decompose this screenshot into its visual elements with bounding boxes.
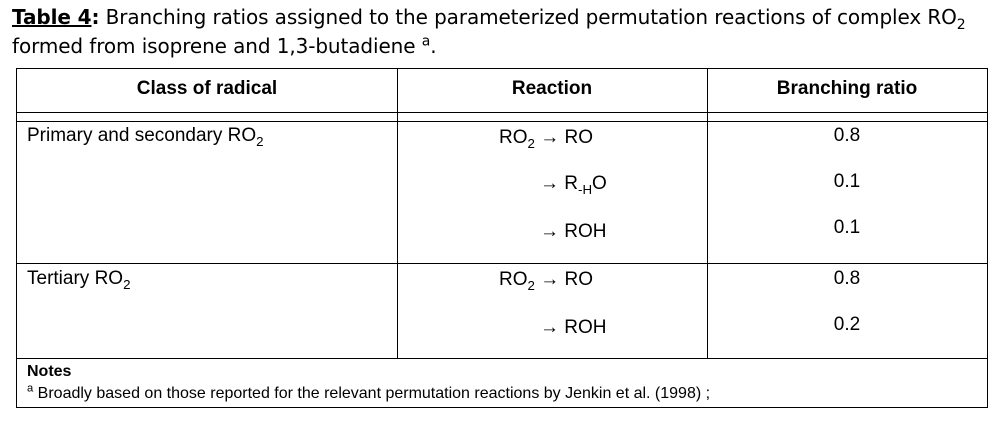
reaction-reactant-subscript: 2 <box>527 277 535 293</box>
branching-ratio-value: 0.8 <box>833 125 861 146</box>
notes-footnote-text: Broadly based on those reported for the … <box>33 385 711 402</box>
class-label-subscript: 2 <box>123 276 131 292</box>
caption-text-part2: formed from isoprene and 1,3-butadiene <box>12 34 422 58</box>
column-divider-1 <box>397 69 398 358</box>
reaction-arrow: → <box>540 317 559 338</box>
notes-footnote: a Broadly based on those reported for th… <box>27 382 711 403</box>
class-label-primary-secondary: Primary and secondary RO2 <box>27 125 264 149</box>
reaction-reactant: RO <box>499 269 528 290</box>
reaction-arrow: → <box>540 221 559 242</box>
class-label-tertiary: Tertiary RO2 <box>27 268 131 292</box>
reaction-row: RO2 → RO <box>499 269 593 293</box>
reaction-product: RO <box>564 269 593 290</box>
notes-title: Notes <box>27 363 72 380</box>
caption-text-part1: Branching ratios assigned to the paramet… <box>99 5 957 29</box>
table-label-colon: : <box>91 5 100 29</box>
reaction-product-subscript: -H <box>578 181 593 197</box>
reaction-product: ROH <box>564 221 607 242</box>
branching-ratio-value: 0.1 <box>833 171 861 192</box>
notes-footnote-mark: a <box>27 382 34 395</box>
reaction-reactant-subscript: 2 <box>527 135 535 151</box>
header-class-of-radical: Class of radical <box>136 78 278 99</box>
table-label: Table 4 <box>12 5 92 29</box>
reaction-row: → R-HO <box>540 173 607 197</box>
class-label-text: Primary and secondary RO <box>27 125 257 146</box>
column-divider-2 <box>707 69 708 358</box>
data-table: Class of radical Reaction Branching rati… <box>16 68 988 408</box>
reaction-reactant: RO <box>499 127 528 148</box>
branching-ratio-value: 0.1 <box>833 217 861 238</box>
reaction-row: RO2 → RO <box>499 127 593 151</box>
branching-ratio-value: 0.2 <box>833 314 861 335</box>
table-caption: Table 4: Branching ratios assigned to th… <box>12 3 1002 61</box>
reaction-product-tail: O <box>592 173 607 194</box>
reaction-product: RO <box>564 127 593 148</box>
reaction-row: → ROH <box>540 317 607 339</box>
header-reaction: Reaction <box>511 78 593 99</box>
caption-footnote-mark: a <box>421 33 431 50</box>
reaction-product: ROH <box>564 317 607 338</box>
group-divider <box>17 263 987 264</box>
caption-subscript: 2 <box>956 17 966 33</box>
header-branching-ratio: Branching ratio <box>776 78 918 99</box>
reaction-arrow: → <box>540 127 560 148</box>
header-divider <box>17 112 987 113</box>
class-label-subscript: 2 <box>256 133 264 149</box>
reaction-product: R <box>564 173 579 194</box>
header-divider-lower <box>17 121 987 122</box>
branching-ratio-value: 0.8 <box>833 268 861 289</box>
caption-end: . <box>430 34 437 58</box>
reaction-row: → ROH <box>540 221 607 243</box>
reaction-arrow: → <box>540 269 560 290</box>
notes-divider <box>17 358 987 359</box>
class-label-text: Tertiary RO <box>27 268 124 289</box>
reaction-arrow: → <box>540 173 559 194</box>
